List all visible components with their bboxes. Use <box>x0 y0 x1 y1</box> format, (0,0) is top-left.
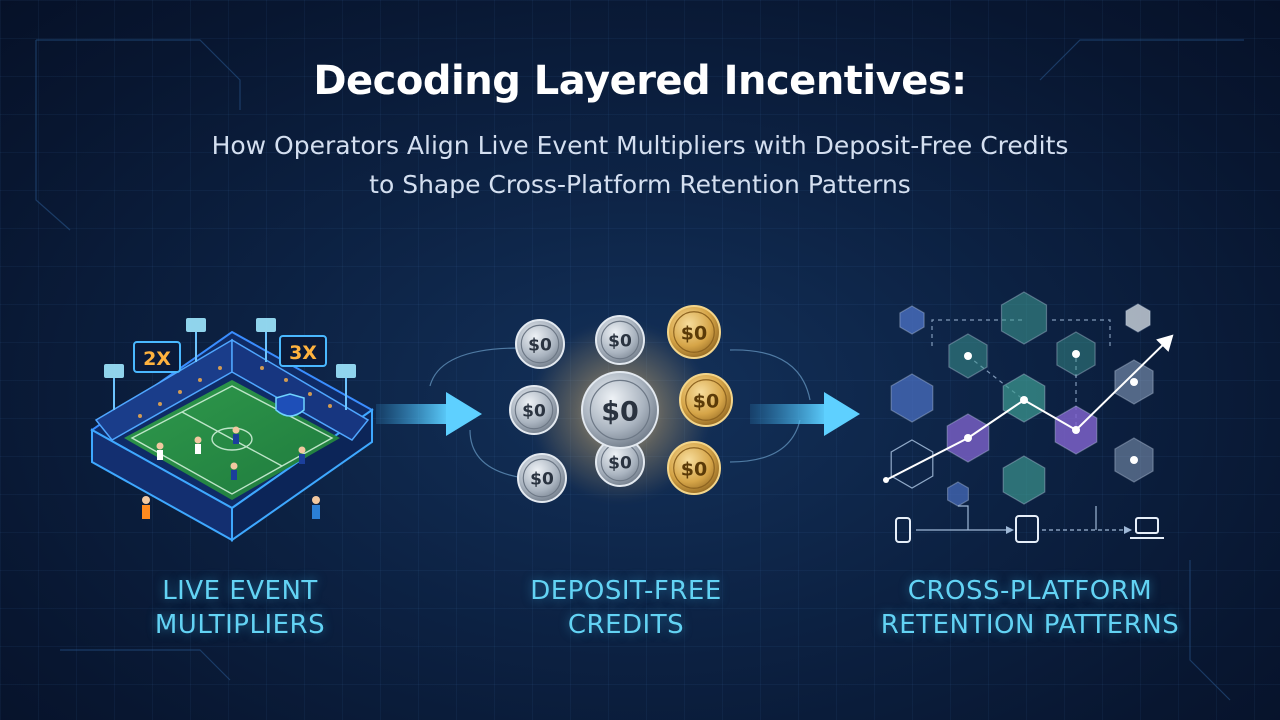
scoreboard-2x: 2X <box>133 341 181 373</box>
page-subtitle: How Operators Align Live Event Multiplie… <box>0 126 1280 204</box>
subtitle-line-2: to Shape Cross-Platform Retention Patter… <box>369 170 911 199</box>
coin-cluster: $0 $0 $0 $0 $0 $0 $0 $0 $0 <box>509 305 733 503</box>
hexagon-node <box>1000 291 1048 345</box>
laptop-icon <box>1130 517 1164 539</box>
hexagon-node <box>1002 455 1046 505</box>
coin-value: $0 <box>693 390 719 412</box>
network-nodes <box>883 350 1138 483</box>
silver-coin: $0 <box>509 385 559 435</box>
svg-text:2X: 2X <box>143 348 171 370</box>
coin-value: $0 <box>601 397 639 428</box>
gold-coin: $0 <box>667 441 721 495</box>
hexagon-node <box>890 373 934 423</box>
coin-value: $0 <box>681 322 707 344</box>
silver-coin: $0 <box>515 319 565 369</box>
coin-value: $0 <box>528 336 552 356</box>
player-figures <box>142 426 320 519</box>
coin-value: $0 <box>530 470 554 490</box>
silver-coin: $0 <box>595 315 645 365</box>
coin-value: $0 <box>681 458 707 480</box>
stadium-illustration: 2X 3X <box>90 318 374 542</box>
gold-coin: $0 <box>667 305 721 359</box>
smartphone-icon <box>895 517 911 543</box>
arrow-right-icon <box>750 392 860 436</box>
arrow-right-icon <box>376 392 482 436</box>
coin-flow-lines <box>429 347 811 479</box>
subtitle-line-1: How Operators Align Live Event Multiplie… <box>211 131 1069 160</box>
device-flow <box>916 505 1124 531</box>
hexagon-node <box>1125 303 1151 333</box>
device-arrowheads <box>1006 526 1132 534</box>
hexagon-node <box>890 439 934 489</box>
gold-coin: $0 <box>679 373 733 427</box>
silver-coin: $0 <box>517 453 567 503</box>
coin-value: $0 <box>522 402 546 422</box>
section-label-cross-platform-retention: CROSS-PLATFORM RETENTION PATTERNS <box>880 576 1180 640</box>
svg-text:3X: 3X <box>289 342 317 364</box>
tablet-icon <box>1015 515 1039 543</box>
coin-value: $0 <box>608 332 632 352</box>
section-label-live-event-multipliers: LIVE EVENT MULTIPLIERS <box>154 576 326 640</box>
shield-icon <box>275 393 305 417</box>
coin-value: $0 <box>608 454 632 474</box>
circuit-lines <box>35 39 1244 701</box>
hexagon-node <box>899 305 925 335</box>
page-title: Decoding Layered Incentives: <box>313 58 967 104</box>
scoreboard-3x: 3X <box>279 335 327 367</box>
silver-coin: $0 <box>581 371 659 449</box>
section-label-deposit-free-credits: DEPOSIT-FREE CREDITS <box>530 576 722 640</box>
hexagon-node <box>946 481 970 507</box>
